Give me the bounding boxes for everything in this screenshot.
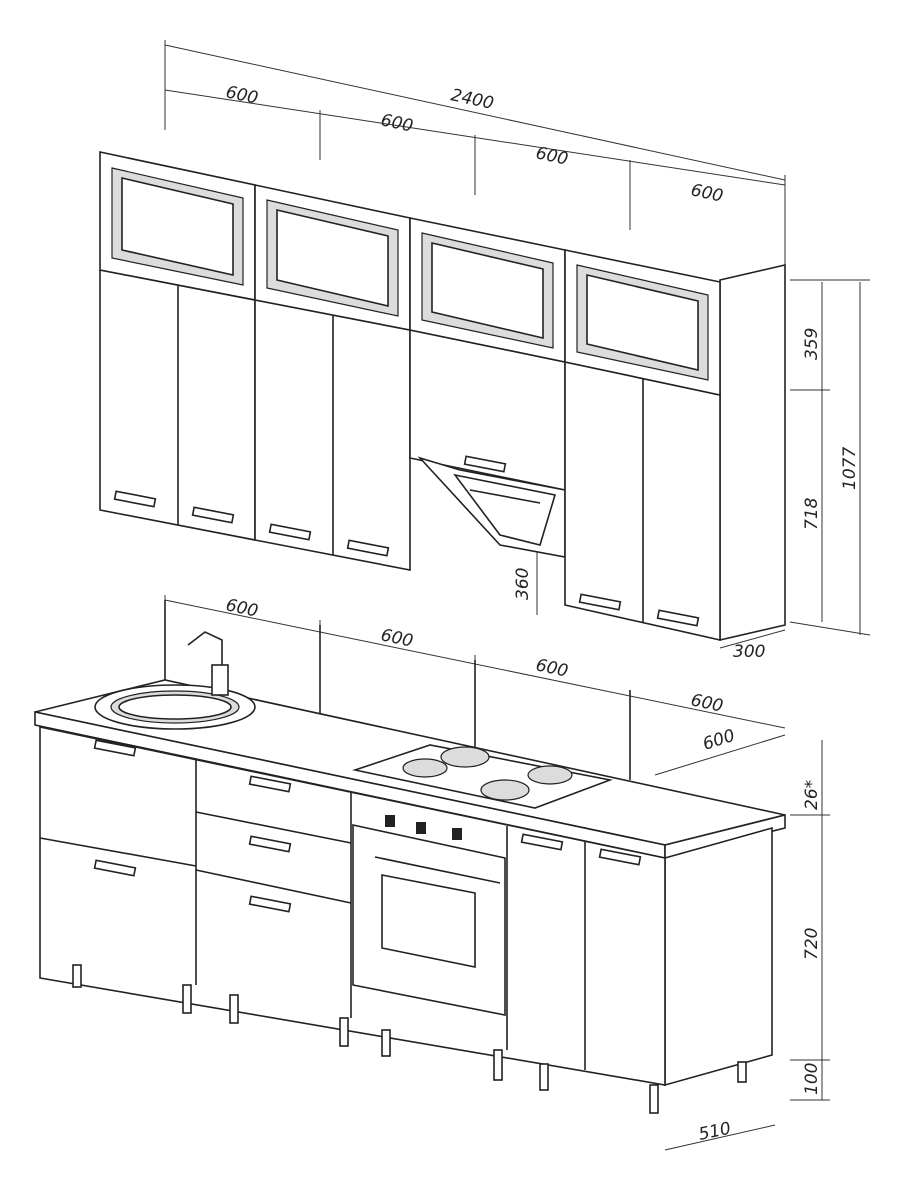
- oven-knob-1: [385, 815, 395, 827]
- dim-upper-unit-3: 600: [534, 143, 570, 169]
- dim-total-height: 1077: [840, 447, 860, 490]
- dim-door-height: 718: [802, 497, 822, 530]
- dim-base-depth: 510: [697, 1119, 733, 1145]
- dim-base-depth-top: 600: [700, 726, 737, 755]
- dim-base-unit-4: 600: [689, 690, 725, 716]
- gas-hob: [351, 744, 613, 809]
- dim-base-unit-2: 600: [379, 625, 415, 651]
- upper-dimension-lines: [164, 40, 871, 649]
- oven-knob-2: [416, 822, 426, 834]
- dim-upper-unit-1: 600: [224, 82, 260, 108]
- upper-cabinets: [99, 151, 786, 642]
- sink: [94, 684, 256, 730]
- dim-upper-unit-2: 600: [379, 110, 415, 136]
- dim-upper-unit-4: 600: [689, 180, 725, 206]
- dim-countertop-thickness: 26*: [802, 780, 822, 810]
- dim-base-unit-1: 600: [224, 595, 260, 621]
- dim-upper-depth: 300: [733, 642, 765, 662]
- dim-cabinet-height: 720: [802, 928, 822, 960]
- dim-leg-height: 100: [802, 1063, 822, 1095]
- dim-hood-height: 360: [513, 568, 533, 600]
- dim-upper-total: 2400: [449, 85, 495, 114]
- dim-glass-height: 359: [802, 328, 822, 360]
- base-cabinets: [34, 600, 786, 1114]
- faucet-icon: [187, 631, 229, 696]
- oven-knob-3: [452, 828, 462, 840]
